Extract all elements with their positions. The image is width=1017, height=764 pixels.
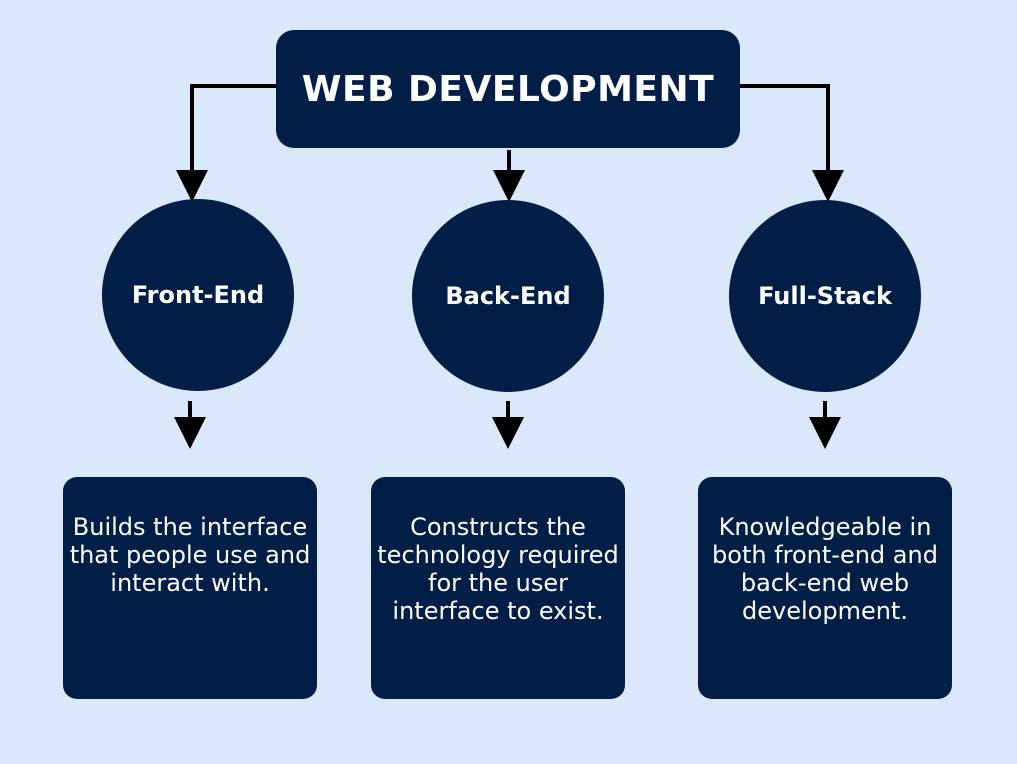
diagram-title-box: WEB DEVELOPMENT [276,30,740,148]
front-end-description: Builds the interface that people use and… [69,513,311,597]
front-end-label: Front-End [131,281,265,309]
back-end-node: Back-End [412,200,604,392]
diagram-title: WEB DEVELOPMENT [301,68,715,110]
full-stack-node: Full-Stack [729,200,921,392]
full-stack-description-box: Knowledgeable in both front-end and back… [698,477,952,699]
full-stack-description: Knowledgeable in both front-end and back… [712,513,938,625]
front-end-description-box: Builds the interface that people use and… [63,477,317,699]
back-end-label: Back-End [445,282,571,310]
back-end-description: Constructs the technology required for t… [377,513,619,625]
connector-title-to-full-stack [740,84,844,202]
back-end-description-box: Constructs the technology required for t… [371,477,625,699]
connector-title-to-front-end [176,84,276,202]
front-end-node: Front-End [102,199,294,391]
full-stack-label: Full-Stack [758,282,892,310]
